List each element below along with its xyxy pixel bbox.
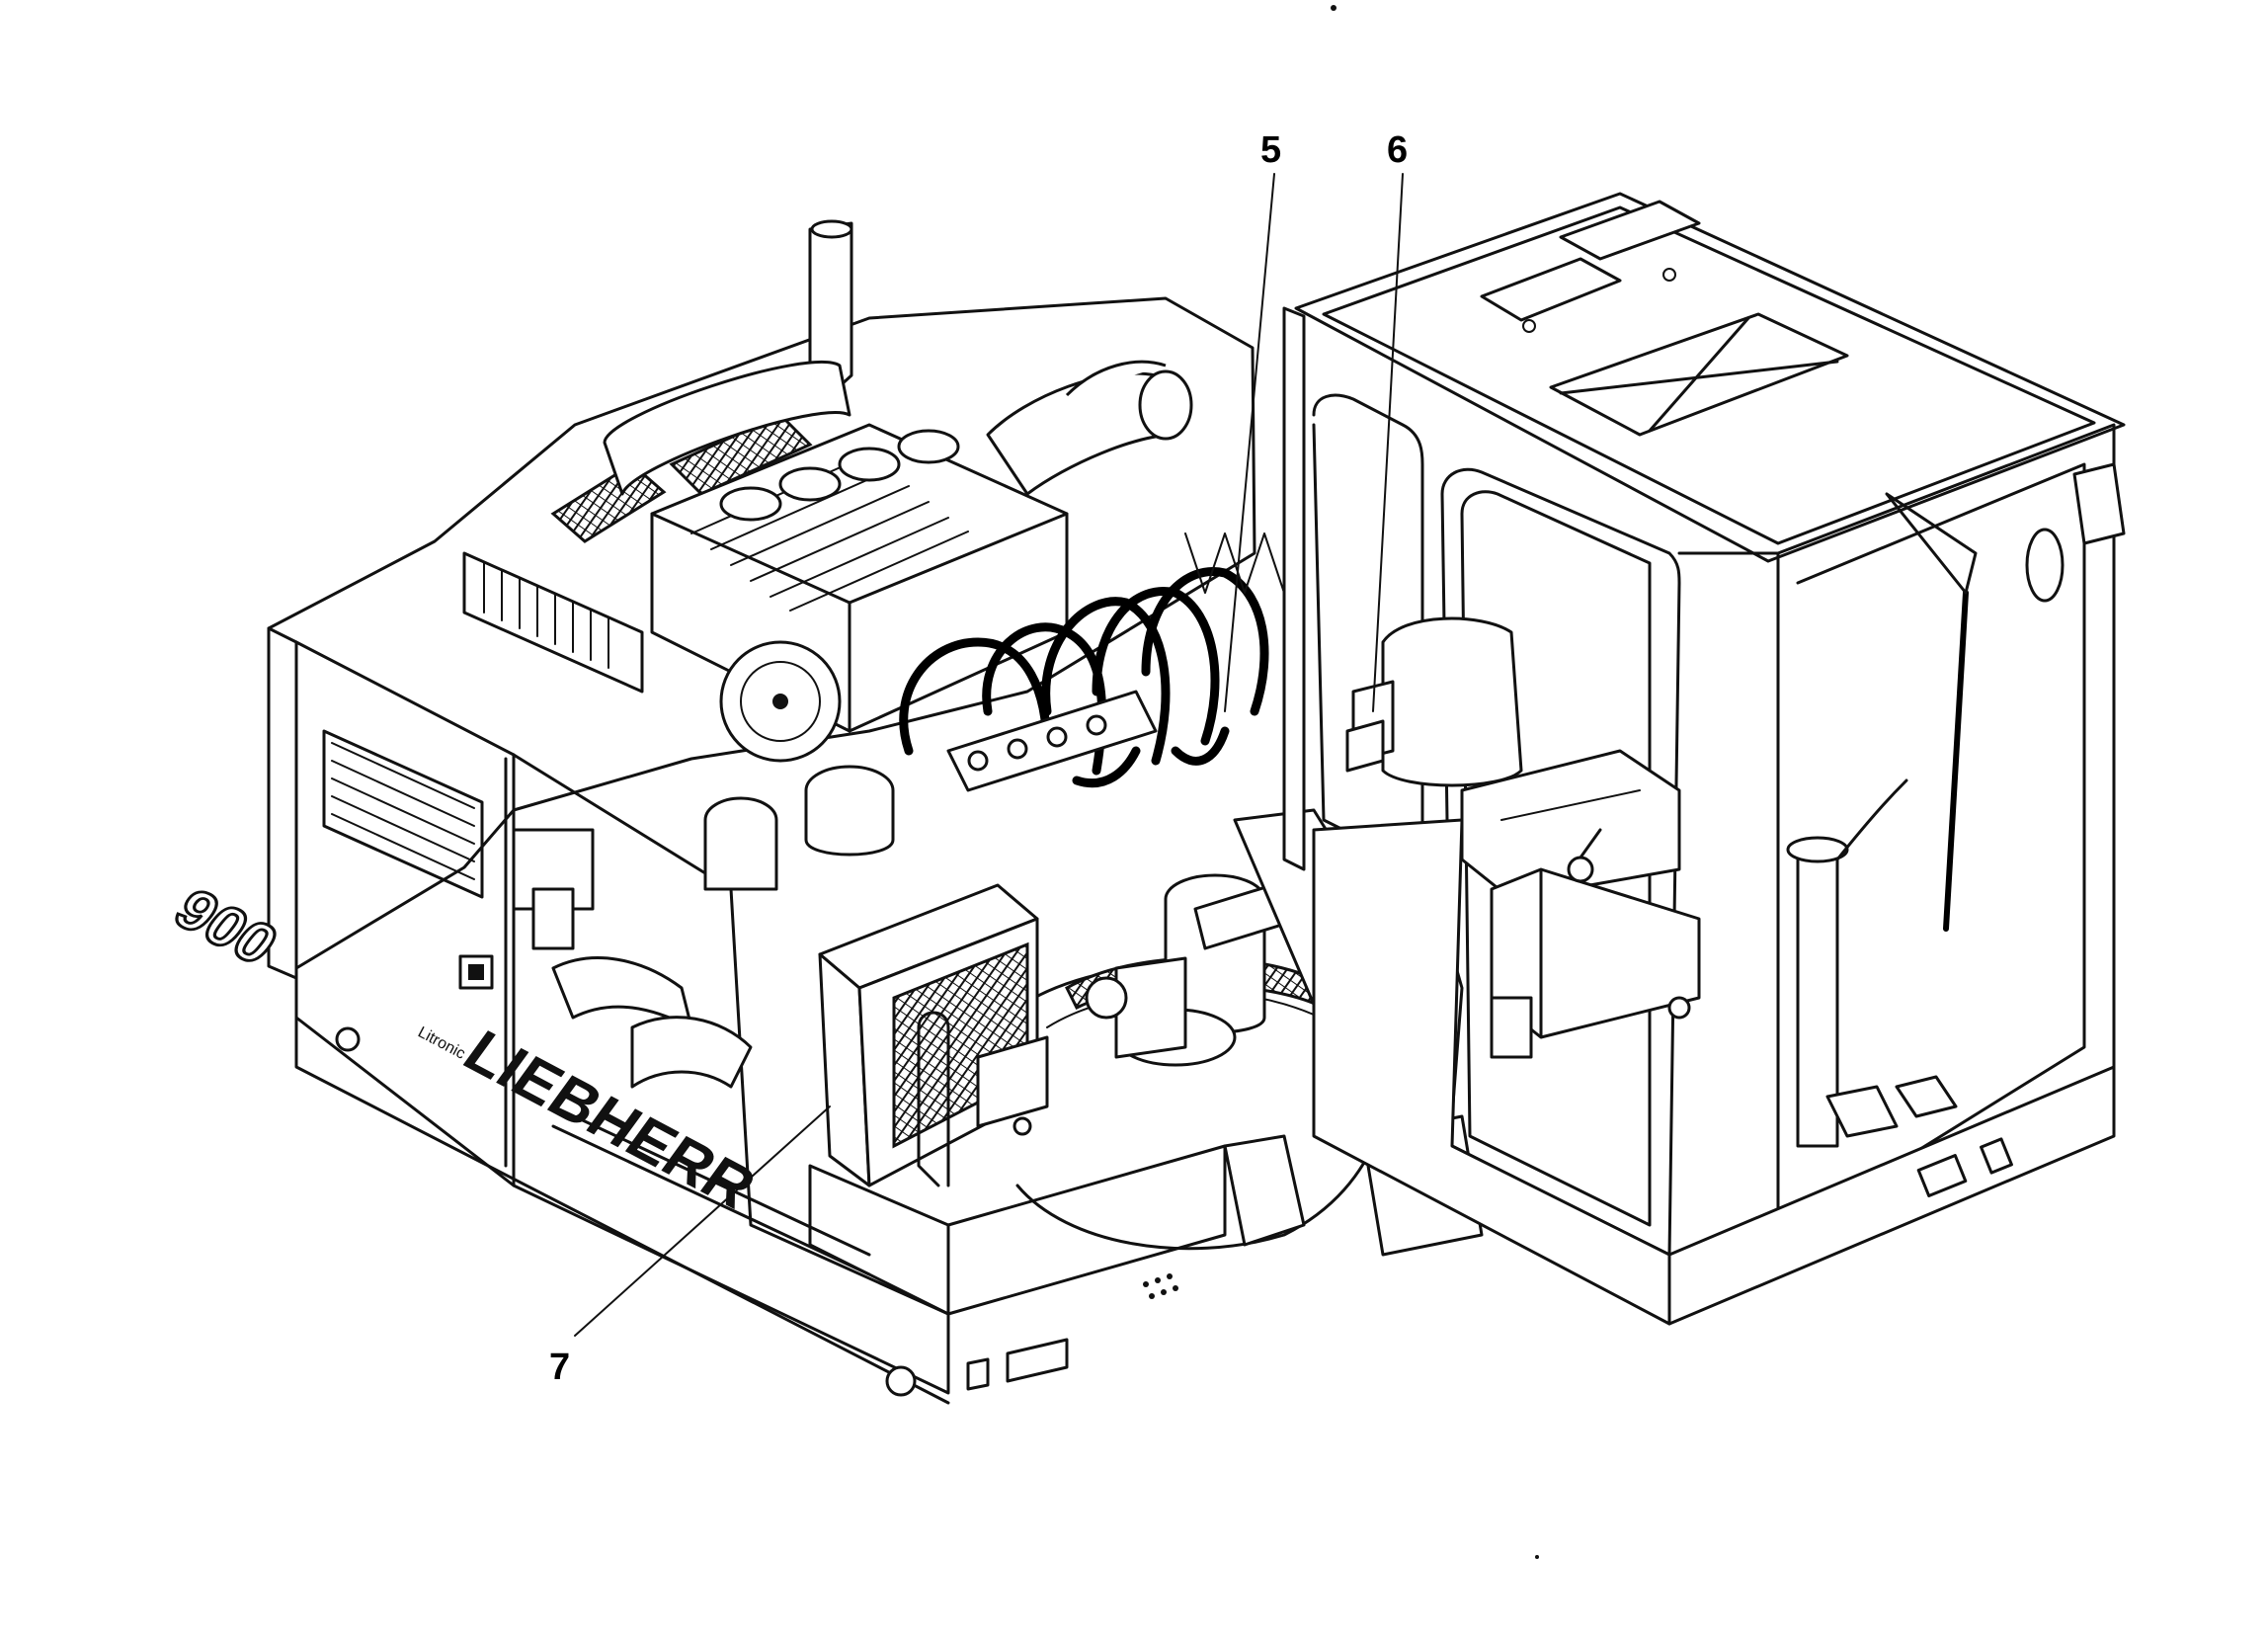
operator-seat — [1381, 616, 1681, 901]
scan-speck — [1535, 1555, 1539, 1559]
operator-cab — [1282, 192, 2126, 1326]
callout-6: 6 — [1372, 129, 1408, 712]
exhaust-stack — [603, 219, 853, 496]
scan-speck — [1331, 5, 1336, 11]
hood-grille-left — [550, 462, 667, 543]
model-subtitle: Litronic — [415, 1024, 468, 1063]
engine-block — [458, 360, 1193, 1089]
callout-7-label: 7 — [549, 1347, 570, 1388]
battery-box — [808, 883, 1227, 1391]
hood-vents-left — [462, 551, 644, 694]
callout-5-label: 5 — [1260, 129, 1281, 171]
callout-5: 5 — [1224, 129, 1281, 712]
callout-7: 7 — [549, 1105, 831, 1388]
hydraulic-hose-bundle — [899, 532, 1285, 792]
vent-dots — [1143, 1273, 1178, 1299]
side-louvers — [322, 729, 484, 899]
callout-6-label: 6 — [1387, 129, 1408, 171]
